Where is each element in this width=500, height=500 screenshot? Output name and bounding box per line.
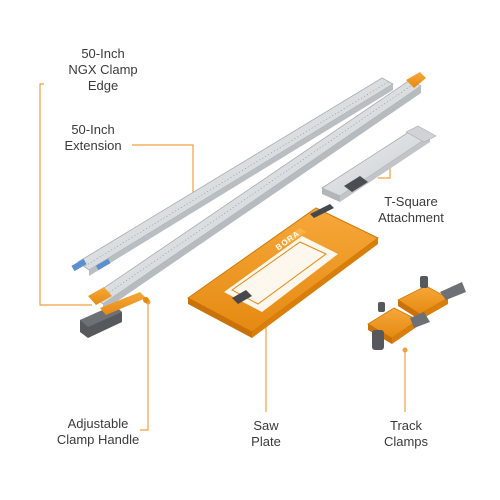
label-extension: 50-Inch Extension [64,122,122,153]
label-clamp-handle: Adjustable Clamp Handle [56,416,140,447]
saw-plate-part [187,204,379,338]
leader-clamp-handle [140,302,149,431]
leader-lines [39,83,406,431]
clamp-edge-rail [88,72,426,311]
label-saw-plate: Saw Plate [251,418,281,449]
label-clamp-edge: 50-Inch NGX Clamp Edge [68,46,138,93]
leader-extension [132,144,194,196]
leader-clamp-edge [39,83,92,306]
label-t-square: T-Square Attachment [378,194,444,225]
t-square-part [321,125,437,202]
clamp-handle-part [80,292,149,338]
track-clamps-part [367,276,466,350]
label-track-clamps: Track Clamps [383,418,429,449]
extension-rail [71,77,394,276]
